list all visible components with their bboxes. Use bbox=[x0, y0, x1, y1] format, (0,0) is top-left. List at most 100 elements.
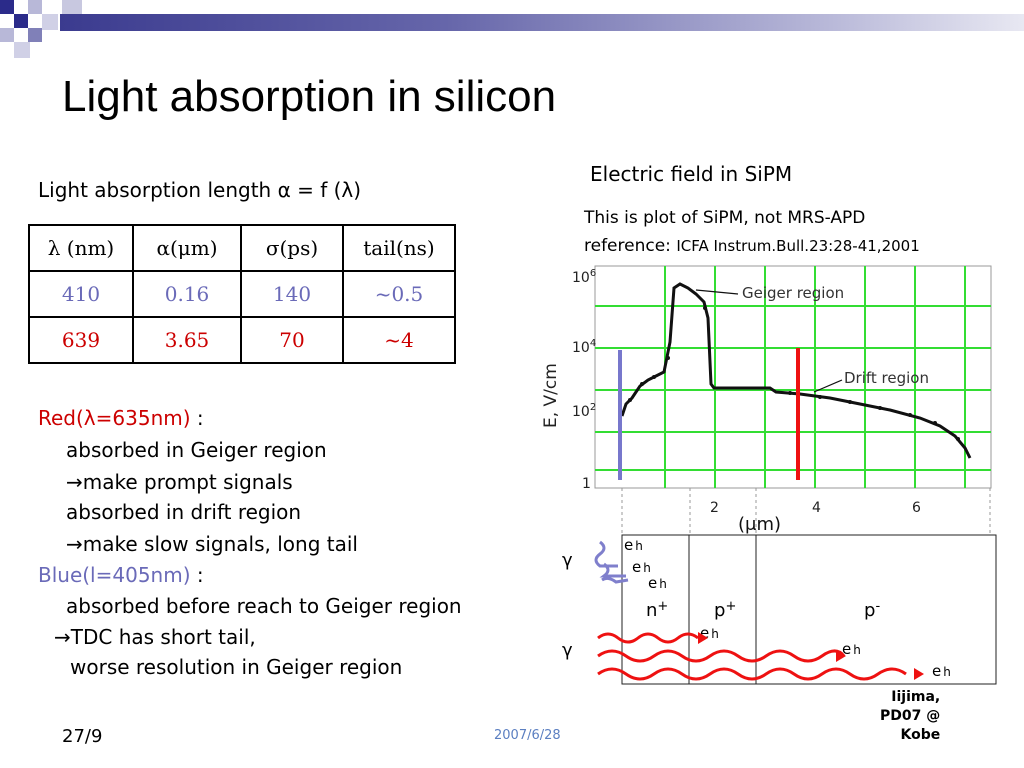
electron-symbol: e bbox=[632, 558, 641, 576]
region-sup: + bbox=[657, 599, 668, 614]
table-header-cell: tail(ns) bbox=[342, 224, 456, 272]
absorption-table: λ (nm) α(μm) σ(ps) tail(ns) 410 0.16 140… bbox=[28, 224, 456, 364]
note-line: →make slow signals, long tail bbox=[66, 532, 358, 556]
svg-text:eh: eh bbox=[700, 624, 719, 642]
table-cell: ~4 bbox=[342, 316, 456, 364]
electron-symbol: e bbox=[700, 624, 709, 642]
region-letter: p bbox=[864, 600, 875, 621]
page-number: 27/9 bbox=[62, 726, 103, 747]
note-line: →TDC has short tail, bbox=[54, 625, 256, 649]
svg-text:eh: eh bbox=[932, 662, 951, 680]
x-tick-label: 6 bbox=[912, 500, 921, 516]
y-tick-label: 104 bbox=[572, 338, 596, 356]
gamma-label: γ bbox=[562, 550, 573, 571]
electron-symbol: e bbox=[624, 536, 633, 554]
table-cell: 140 bbox=[240, 270, 344, 318]
colon: : bbox=[190, 406, 204, 430]
note-line: absorbed in Geiger region bbox=[66, 438, 327, 462]
table-row: 639 3.65 70 ~4 bbox=[28, 316, 456, 364]
plot-frame bbox=[594, 265, 992, 489]
svg-text:eh: eh bbox=[624, 536, 643, 554]
blue-note: Blue(l=405nm) : bbox=[38, 563, 204, 587]
gamma-label: γ bbox=[562, 640, 573, 661]
region-letter: n bbox=[646, 600, 657, 621]
note-line: absorbed in drift region bbox=[66, 500, 302, 524]
y-tick-label: 102 bbox=[572, 402, 596, 420]
credit: Iijima, PD07 @ Kobe bbox=[880, 688, 940, 745]
hole-symbol: h bbox=[943, 665, 951, 679]
credit-line: Kobe bbox=[900, 727, 941, 743]
x-tick-label: 4 bbox=[812, 500, 821, 516]
blue-label: Blue(l=405nm) bbox=[38, 563, 191, 587]
subtitle: Light absorption length α = f (λ) bbox=[38, 178, 362, 202]
region-sup: + bbox=[725, 599, 736, 614]
y-tick-exp: 2 bbox=[590, 402, 596, 413]
red-arrowheads bbox=[698, 632, 924, 680]
y-axis-label: E, V/cm bbox=[541, 363, 561, 428]
electron-symbol: e bbox=[842, 640, 851, 658]
table-header-cell: α(μm) bbox=[132, 224, 242, 272]
dashed-guides bbox=[621, 488, 991, 540]
hole-symbol: h bbox=[643, 561, 651, 575]
electron-symbol: e bbox=[648, 574, 657, 592]
y-tick-base: 10 bbox=[572, 404, 590, 420]
page-title: Light absorption in silicon bbox=[62, 72, 557, 121]
red-photon-waves bbox=[597, 632, 907, 681]
svg-text:eh: eh bbox=[842, 640, 861, 658]
credit-line: PD07 @ bbox=[880, 708, 941, 724]
x-axis-label: (μm) bbox=[738, 514, 781, 535]
svg-text:eh: eh bbox=[632, 558, 651, 576]
geiger-annotation: Geiger region bbox=[742, 284, 844, 302]
table-header-row: λ (nm) α(μm) σ(ps) tail(ns) bbox=[28, 224, 456, 272]
y-tick-label: 1 bbox=[582, 476, 591, 492]
hole-symbol: h bbox=[711, 627, 719, 641]
y-tick-label: 106 bbox=[572, 268, 596, 286]
hole-symbol: h bbox=[659, 577, 667, 591]
region-letter: p bbox=[714, 600, 725, 621]
header-bar bbox=[60, 14, 1024, 31]
curve-dots bbox=[628, 306, 960, 441]
note-line: absorbed before reach to Geiger region bbox=[66, 594, 462, 618]
plot-heading: Electric field in SiPM bbox=[590, 162, 793, 186]
red-label: Red(λ=635nm) bbox=[38, 406, 191, 430]
y-tick-exp: 6 bbox=[590, 268, 596, 279]
blue-photon-arrows bbox=[594, 540, 629, 584]
plot-note: This is plot of SiPM, not MRS-APD bbox=[584, 208, 866, 228]
y-tick-exp: 4 bbox=[590, 338, 596, 349]
region-sup: - bbox=[875, 599, 880, 614]
table-header-cell: λ (nm) bbox=[28, 224, 134, 272]
table-cell: 70 bbox=[240, 316, 344, 364]
date: 2007/6/28 bbox=[494, 728, 561, 743]
region-n-label: n+ bbox=[646, 599, 668, 621]
region-p-minus-label: p- bbox=[864, 599, 880, 621]
electron-symbol: e bbox=[932, 662, 941, 680]
colon: : bbox=[190, 563, 204, 587]
drift-arrow bbox=[813, 379, 843, 393]
reference-citation: ICFA Instrum.Bull.23:28-41,2001 bbox=[676, 237, 920, 255]
note-line: →make prompt signals bbox=[66, 470, 293, 494]
table-cell: 410 bbox=[28, 270, 134, 318]
geiger-arrow bbox=[695, 289, 739, 295]
reference-prefix: reference: bbox=[584, 236, 677, 256]
credit-line: Iijima, bbox=[891, 689, 941, 705]
table-cell: 639 bbox=[28, 316, 134, 364]
table-cell: ~0.5 bbox=[342, 270, 456, 318]
table-row: 410 0.16 140 ~0.5 bbox=[28, 270, 456, 318]
electric-field-plot: Geiger region Drift region 106 104 102 1… bbox=[541, 265, 992, 540]
table-cell: 0.16 bbox=[132, 270, 242, 318]
hole-symbol: h bbox=[853, 643, 861, 657]
table-header-cell: σ(ps) bbox=[240, 224, 344, 272]
svg-text:eh: eh bbox=[648, 574, 667, 592]
x-tick-label: 2 bbox=[710, 500, 719, 516]
region-p-plus-label: p+ bbox=[714, 599, 736, 621]
table-cell: 3.65 bbox=[132, 316, 242, 364]
plot-reference: reference: ICFA Instrum.Bull.23:28-41,20… bbox=[584, 236, 920, 256]
note-line: worse resolution in Geiger region bbox=[70, 655, 403, 679]
hole-symbol: h bbox=[635, 539, 643, 553]
red-note: Red(λ=635nm) : bbox=[38, 406, 204, 430]
y-tick-base: 10 bbox=[572, 340, 590, 356]
drift-annotation: Drift region bbox=[844, 369, 929, 387]
y-tick-base: 10 bbox=[572, 270, 590, 286]
